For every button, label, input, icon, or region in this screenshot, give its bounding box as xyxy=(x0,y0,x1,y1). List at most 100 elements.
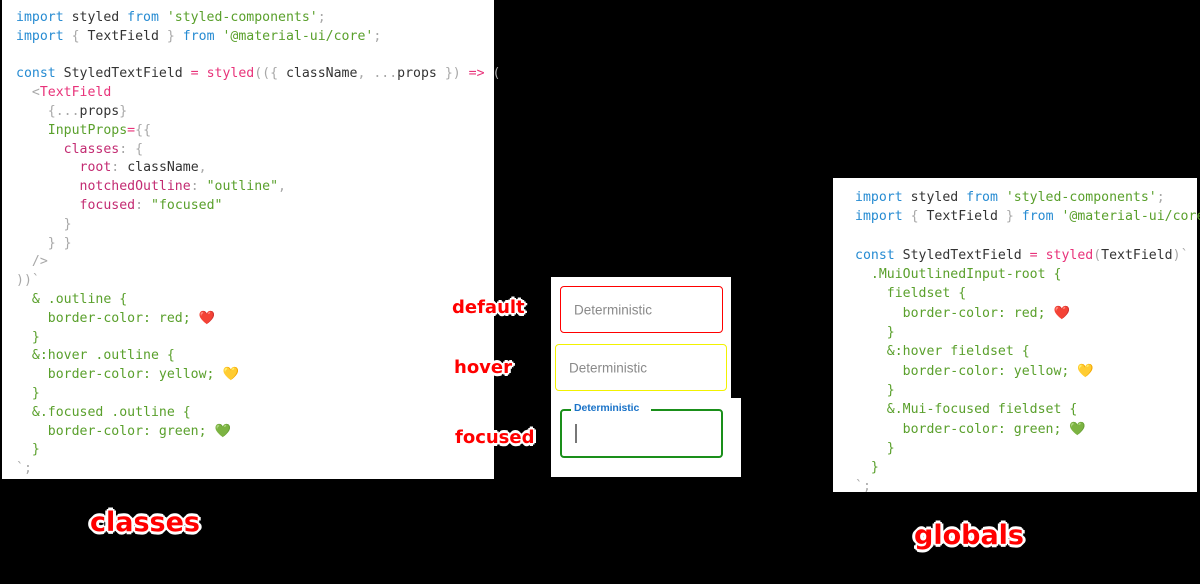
code-line: &.focused .outline { xyxy=(16,404,494,423)
code-token: ❤️ xyxy=(1053,305,1070,321)
code-token: { xyxy=(910,209,919,225)
code-token: TextField xyxy=(79,28,167,44)
code-line: import { TextField } from '@material-ui/… xyxy=(16,28,494,47)
code-token xyxy=(16,179,80,194)
code-line: {...props} xyxy=(16,103,494,122)
code-line: fieldset { xyxy=(855,284,1197,303)
code-token: 'styled-components' xyxy=(166,10,318,25)
code-token: ) xyxy=(452,66,469,82)
code-token: '@material-ui/core' xyxy=(222,28,374,44)
code-token: StyledTextField xyxy=(902,247,1022,263)
code-token: , xyxy=(278,179,286,195)
code-token: notchedOutline xyxy=(79,179,191,195)
annotation-globals-caption: globals xyxy=(914,520,1025,551)
code-token: ))` xyxy=(16,273,40,289)
outline-notch xyxy=(571,408,651,411)
code-line: } xyxy=(855,381,1197,400)
code-line: `; xyxy=(16,460,494,479)
code-line: border-color: yellow; 💛 xyxy=(16,366,494,385)
code-line: `; xyxy=(855,477,1197,496)
code-token: : xyxy=(119,141,136,157)
code-token: props xyxy=(397,66,437,82)
code-token: 'styled-components' xyxy=(1005,190,1157,205)
code-line: } } xyxy=(16,235,494,254)
code-line: notchedOutline: "outline", xyxy=(16,178,494,197)
code-line: &:hover .outline { xyxy=(16,347,494,366)
code-token: } xyxy=(855,440,895,456)
code-token: border-color: green; xyxy=(855,421,1070,437)
code-token: import xyxy=(855,209,911,225)
code-token: &:hover fieldset { xyxy=(855,344,1030,360)
code-line: } xyxy=(16,385,494,404)
code-line: .MuiOutlinedInput-root { xyxy=(855,265,1197,284)
code-token: &.focused .outline { xyxy=(16,404,191,420)
code-token: } xyxy=(16,329,40,345)
code-token: } xyxy=(16,385,40,401)
code-token xyxy=(16,142,64,157)
code-token: , xyxy=(357,66,374,82)
code-line: border-color: yellow; 💛 xyxy=(855,362,1197,381)
code-token: } xyxy=(166,28,175,44)
code-token: styled xyxy=(206,66,255,82)
code-token: } xyxy=(855,382,895,398)
code-token: { xyxy=(71,28,80,44)
code-token: , xyxy=(198,160,207,176)
annotation-classes-caption: classes xyxy=(90,507,201,538)
textfield-hover-value: Deterministic xyxy=(569,360,648,375)
code-token: 💚 xyxy=(1069,421,1086,437)
code-line: border-color: red; ❤️ xyxy=(855,304,1197,323)
code-token: classes xyxy=(63,141,120,157)
code-token: ... xyxy=(55,103,80,119)
textfield-focused-label: Deterministic xyxy=(574,402,640,414)
code-token: = xyxy=(182,66,207,82)
code-token: StyledTextField xyxy=(63,66,183,82)
code-token: "focused" xyxy=(151,197,223,213)
code-token: border-color: green; xyxy=(16,423,215,439)
code-token: from xyxy=(174,28,223,44)
code-token: "outline" xyxy=(206,179,279,195)
code-token: /> xyxy=(16,254,48,270)
code-line: border-color: red; ❤️ xyxy=(16,310,494,329)
code-token: } xyxy=(1005,209,1014,225)
code-token: TextField xyxy=(1101,247,1173,263)
text-caret xyxy=(575,424,577,443)
code-token: ; xyxy=(1156,190,1165,205)
code-line: const StyledTextField = styled(({ classN… xyxy=(16,65,500,84)
code-token: 💚 xyxy=(214,423,231,439)
code-token: TextField xyxy=(918,209,1006,225)
code-line: } xyxy=(16,329,494,348)
code-line xyxy=(16,47,494,66)
code-token: } xyxy=(855,325,895,341)
code-token: ( xyxy=(484,66,501,82)
code-line: border-color: green; 💚 xyxy=(16,423,494,442)
code-token: => xyxy=(468,66,485,82)
code-line: const StyledTextField = styled(TextField… xyxy=(855,246,1197,265)
code-token: focused xyxy=(79,197,136,213)
textfield-default-value: Deterministic xyxy=(574,302,653,317)
code-token: styled xyxy=(71,10,120,25)
code-token: ❤️ xyxy=(198,310,216,326)
code-token: from xyxy=(119,10,167,25)
code-token: &.Mui-focused fieldset { xyxy=(855,402,1078,418)
code-token: const xyxy=(16,66,64,82)
code-token: } xyxy=(855,460,879,476)
code-token: import xyxy=(16,10,72,25)
code-line: &:hover fieldset { xyxy=(855,342,1197,361)
annotation-default: default xyxy=(452,297,525,318)
code-line: classes: { xyxy=(16,141,494,160)
textfield-default[interactable]: Deterministic xyxy=(560,286,723,333)
code-token: `; xyxy=(16,461,32,477)
code-token: border-color: red; xyxy=(855,305,1054,321)
code-line: import { TextField } from '@material-ui/… xyxy=(855,207,1200,226)
textfield-focused[interactable]: Deterministic xyxy=(560,402,723,458)
code-token: : xyxy=(190,179,207,195)
code-token: InputProps xyxy=(47,122,128,138)
code-line: /> xyxy=(16,253,494,272)
code-token: `; xyxy=(855,479,871,495)
code-token: &:hover .outline { xyxy=(16,348,175,364)
textfield-preview-panel: Deterministic Deterministic Deterministi… xyxy=(551,277,741,477)
code-token: fieldset { xyxy=(855,286,967,302)
code-panel-classes: import styled from 'styled-components';i… xyxy=(2,0,500,479)
code-token: border-color: yellow; xyxy=(855,363,1078,379)
textfield-hover[interactable]: Deterministic xyxy=(555,344,727,391)
